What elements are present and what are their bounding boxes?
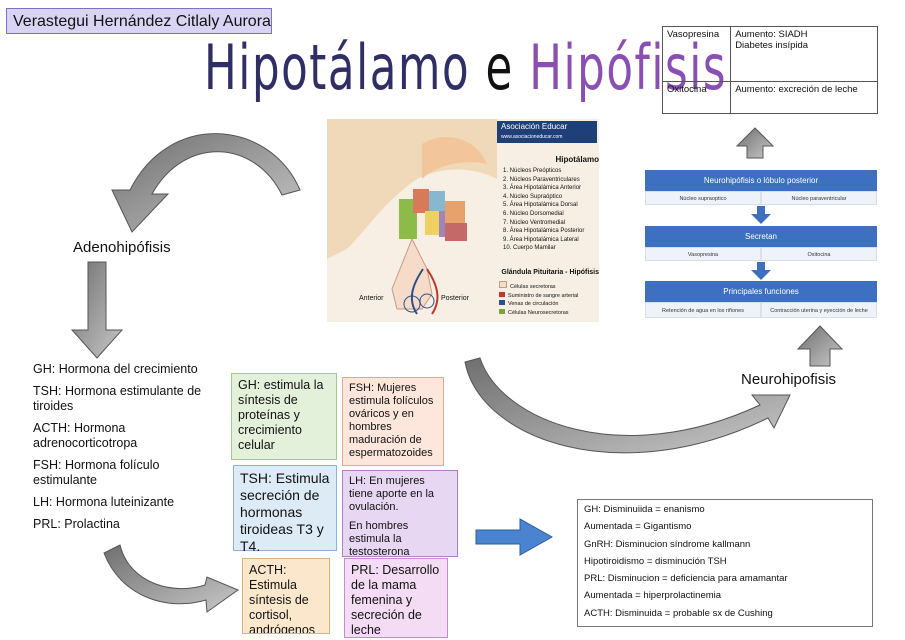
- flow-cell: Oxitocina: [761, 247, 877, 261]
- nucleus-item: 4. Núcleo Supraóptico: [503, 193, 563, 200]
- flow-bar-2: Secretan: [645, 226, 877, 247]
- hypothalamus-diagram: Asociación Educar www.asociacioneducar.c…: [327, 119, 599, 322]
- diagram-heading: Hipotálamo: [555, 155, 599, 164]
- lh-box: LH: En mujeres tiene aporte en la ovulac…: [342, 470, 458, 558]
- hormone-table: Vasopresina Aumento: SIADH Diabetes insí…: [661, 26, 878, 115]
- list-item: FSH: Hormona folículo estimulante: [33, 458, 160, 487]
- brand-name: Asociación Educar: [501, 122, 568, 131]
- flow-down-arrow: [751, 262, 771, 280]
- flow-bar-3: Principales funciones: [645, 281, 877, 302]
- adeno-hormone-list: GH: Hormona del crecimiento TSH: Hormona…: [33, 362, 223, 539]
- curved-arrow-bottom: [103, 544, 240, 613]
- list-item: LH: Hormona luteinizante: [33, 495, 175, 509]
- label-neurohipofisis: Neurohipofisis: [741, 371, 837, 388]
- lh-text-2: En hombres estimula la testosterona: [349, 520, 410, 558]
- nucleus-item: 2. Núcleos Paraventriculares: [503, 176, 580, 183]
- flow-bar-1: Neurohipófisis o lóbulo posterior: [645, 170, 877, 191]
- neurohypophysis-flow: Neurohipófisis o lóbulo posterior Núcleo…: [645, 170, 878, 320]
- flow-cell: Vasopresina: [645, 247, 761, 261]
- diagram-legend: Células secretoras Suministro de sangre …: [499, 281, 599, 317]
- note-item: ACTH: Disminuida = probable sx de Cushin…: [584, 607, 773, 619]
- table-cell-effect: Aumento: excreción de leche: [730, 80, 878, 115]
- nucleus-item: 7. Núcleo Ventromedial: [503, 219, 566, 226]
- nucleus-item: 5. Área Hipotalámica Dorsal: [503, 202, 578, 209]
- legend-item: Venas de circulación: [499, 300, 599, 309]
- label-anterior: Anterior: [359, 295, 384, 302]
- legend-item: Células secretoras: [499, 281, 599, 292]
- author-name: Verastegui Hernández Citlaly Aurora: [6, 8, 272, 34]
- down-arrow-adeno: [70, 261, 124, 359]
- table-row: Oxitocina Aumento: excreción de leche: [661, 80, 878, 115]
- note-item: Hipotiroidismo = disminución TSH: [584, 555, 727, 567]
- tsh-box: TSH: Estimula secreción de hormonas tiro…: [233, 465, 337, 554]
- nucleus-item: 3. Área Hipotalámica Anterior: [503, 185, 582, 192]
- nucleus-item: 1. Núcleos Preópticos: [503, 168, 562, 174]
- up-arrow-bottom: [796, 325, 844, 367]
- acth-box: ACTH: Estimula síntesis de cortisol, and…: [242, 558, 330, 634]
- legend-item: Suministro de sangre arterial: [499, 291, 599, 301]
- up-arrow-top: [735, 127, 775, 159]
- flow-cell: Contracción uterina y eyección de leche: [761, 302, 877, 318]
- brand-url: www.asociacioneducar.com: [501, 134, 563, 140]
- nucleus-item: 10. Cuerpo Mamilar: [503, 245, 556, 252]
- table-row: Vasopresina Aumento: SIADH Diabetes insí…: [661, 26, 878, 82]
- list-item: ACTH: Hormona adrenocorticotropa: [33, 421, 138, 450]
- nuclei-list: 1. Núcleos Preópticos 2. Núcleos Paraven…: [503, 167, 599, 253]
- list-item: PRL: Prolactina: [33, 517, 120, 531]
- notes-box: GH: Disminuiida = enanismo Aumentada = G…: [577, 499, 873, 627]
- gh-box: GH: estimula la síntesis de proteínas y …: [231, 373, 337, 460]
- table-cell-effect: Aumento: SIADH Diabetes insípida: [730, 26, 878, 82]
- table-cell-hormone: Vasopresina: [661, 26, 732, 82]
- note-item: GH: Disminuiida = enanismo: [584, 504, 705, 515]
- lh-text-1: LH: En mujeres tiene aporte en la ovulac…: [349, 475, 435, 513]
- brain-illustration: [327, 119, 497, 315]
- fsh-box: FSH: Mujeres estimula folículos ováricos…: [342, 377, 444, 466]
- prl-box: PRL: Desarrollo de la mama femenina y se…: [344, 558, 448, 638]
- flow-down-arrow: [751, 206, 771, 224]
- blue-right-arrow: [475, 518, 554, 556]
- note-item: PRL: Disminucion = deficiencia para amam…: [584, 573, 788, 585]
- curved-arrow-adeno: [111, 133, 301, 233]
- note-item: Aumentada = Gigantismo: [584, 521, 692, 533]
- legend-item: Células Neurosecretoras: [499, 308, 599, 318]
- title-part2: e: [485, 31, 514, 104]
- note-item: GnRH: Disminucion síndrome kallmann: [584, 538, 751, 550]
- flow-cell: Núcleo supraoptico: [645, 191, 761, 205]
- label-posterior: Posterior: [441, 295, 470, 302]
- nucleus-item: 9. Área Hipotalámica Lateral: [503, 236, 579, 243]
- nucleus-item: 8. Área Hipotalámica Posterior: [503, 228, 585, 235]
- note-item: Aumentada = hiperprolactinemia: [584, 590, 722, 602]
- title-part1: Hipotálamo: [204, 31, 471, 104]
- list-item: GH: Hormona del crecimiento: [33, 362, 198, 376]
- label-adenohipofisis: Adenohipófisis: [73, 239, 171, 256]
- flow-cell: Retención de agua en los riñones: [645, 302, 761, 318]
- nucleus-item: 6. Núcleo Dorsomedial: [503, 210, 564, 217]
- table-cell-hormone: Oxitocina: [661, 80, 732, 115]
- brand-banner: Asociación Educar www.asociacioneducar.c…: [497, 121, 597, 143]
- diagram-subheading: Glándula Pituitaria - Hipófisis: [501, 269, 599, 276]
- list-item: TSH: Hormona estimulante de tiroides: [33, 384, 202, 413]
- curved-arrow-neuro: [464, 357, 791, 454]
- flow-cell: Núcleo paraventricular: [761, 191, 877, 205]
